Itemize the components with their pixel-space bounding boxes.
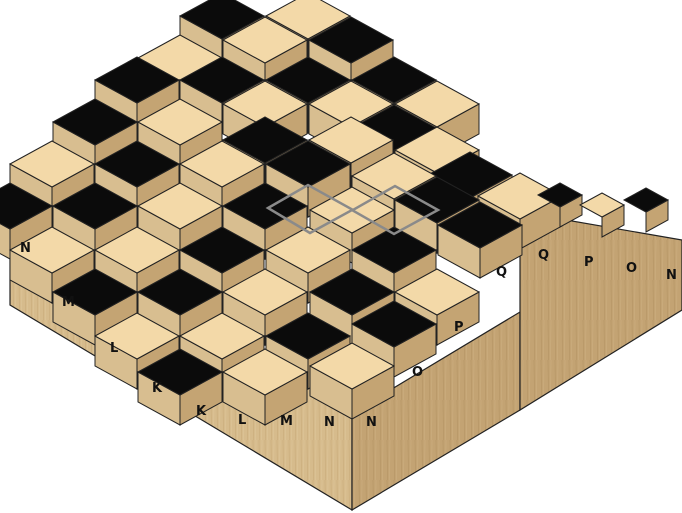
left-label-1: N [20, 241, 31, 256]
right-label-1: O [412, 365, 423, 380]
right-label-3: Q [496, 265, 507, 280]
base-far-right-face [520, 212, 682, 410]
far-right-label-2: P [584, 255, 594, 270]
front-label-2: L [238, 413, 246, 428]
far-right-crenel-3 [624, 188, 668, 232]
front-label-4: N [324, 415, 335, 430]
far-right-label-4: N [666, 268, 677, 283]
front-label-3: M [280, 414, 293, 429]
far-right-label-3: O [626, 261, 637, 276]
right-label-2: P [454, 320, 464, 335]
front-label-5: N [366, 415, 377, 430]
left-label-4: K [152, 381, 163, 396]
left-label-2: M [62, 295, 75, 310]
far-right-label-1: Q [538, 248, 549, 263]
left-label-3: L [110, 341, 118, 356]
front-label-1: K [196, 404, 207, 419]
